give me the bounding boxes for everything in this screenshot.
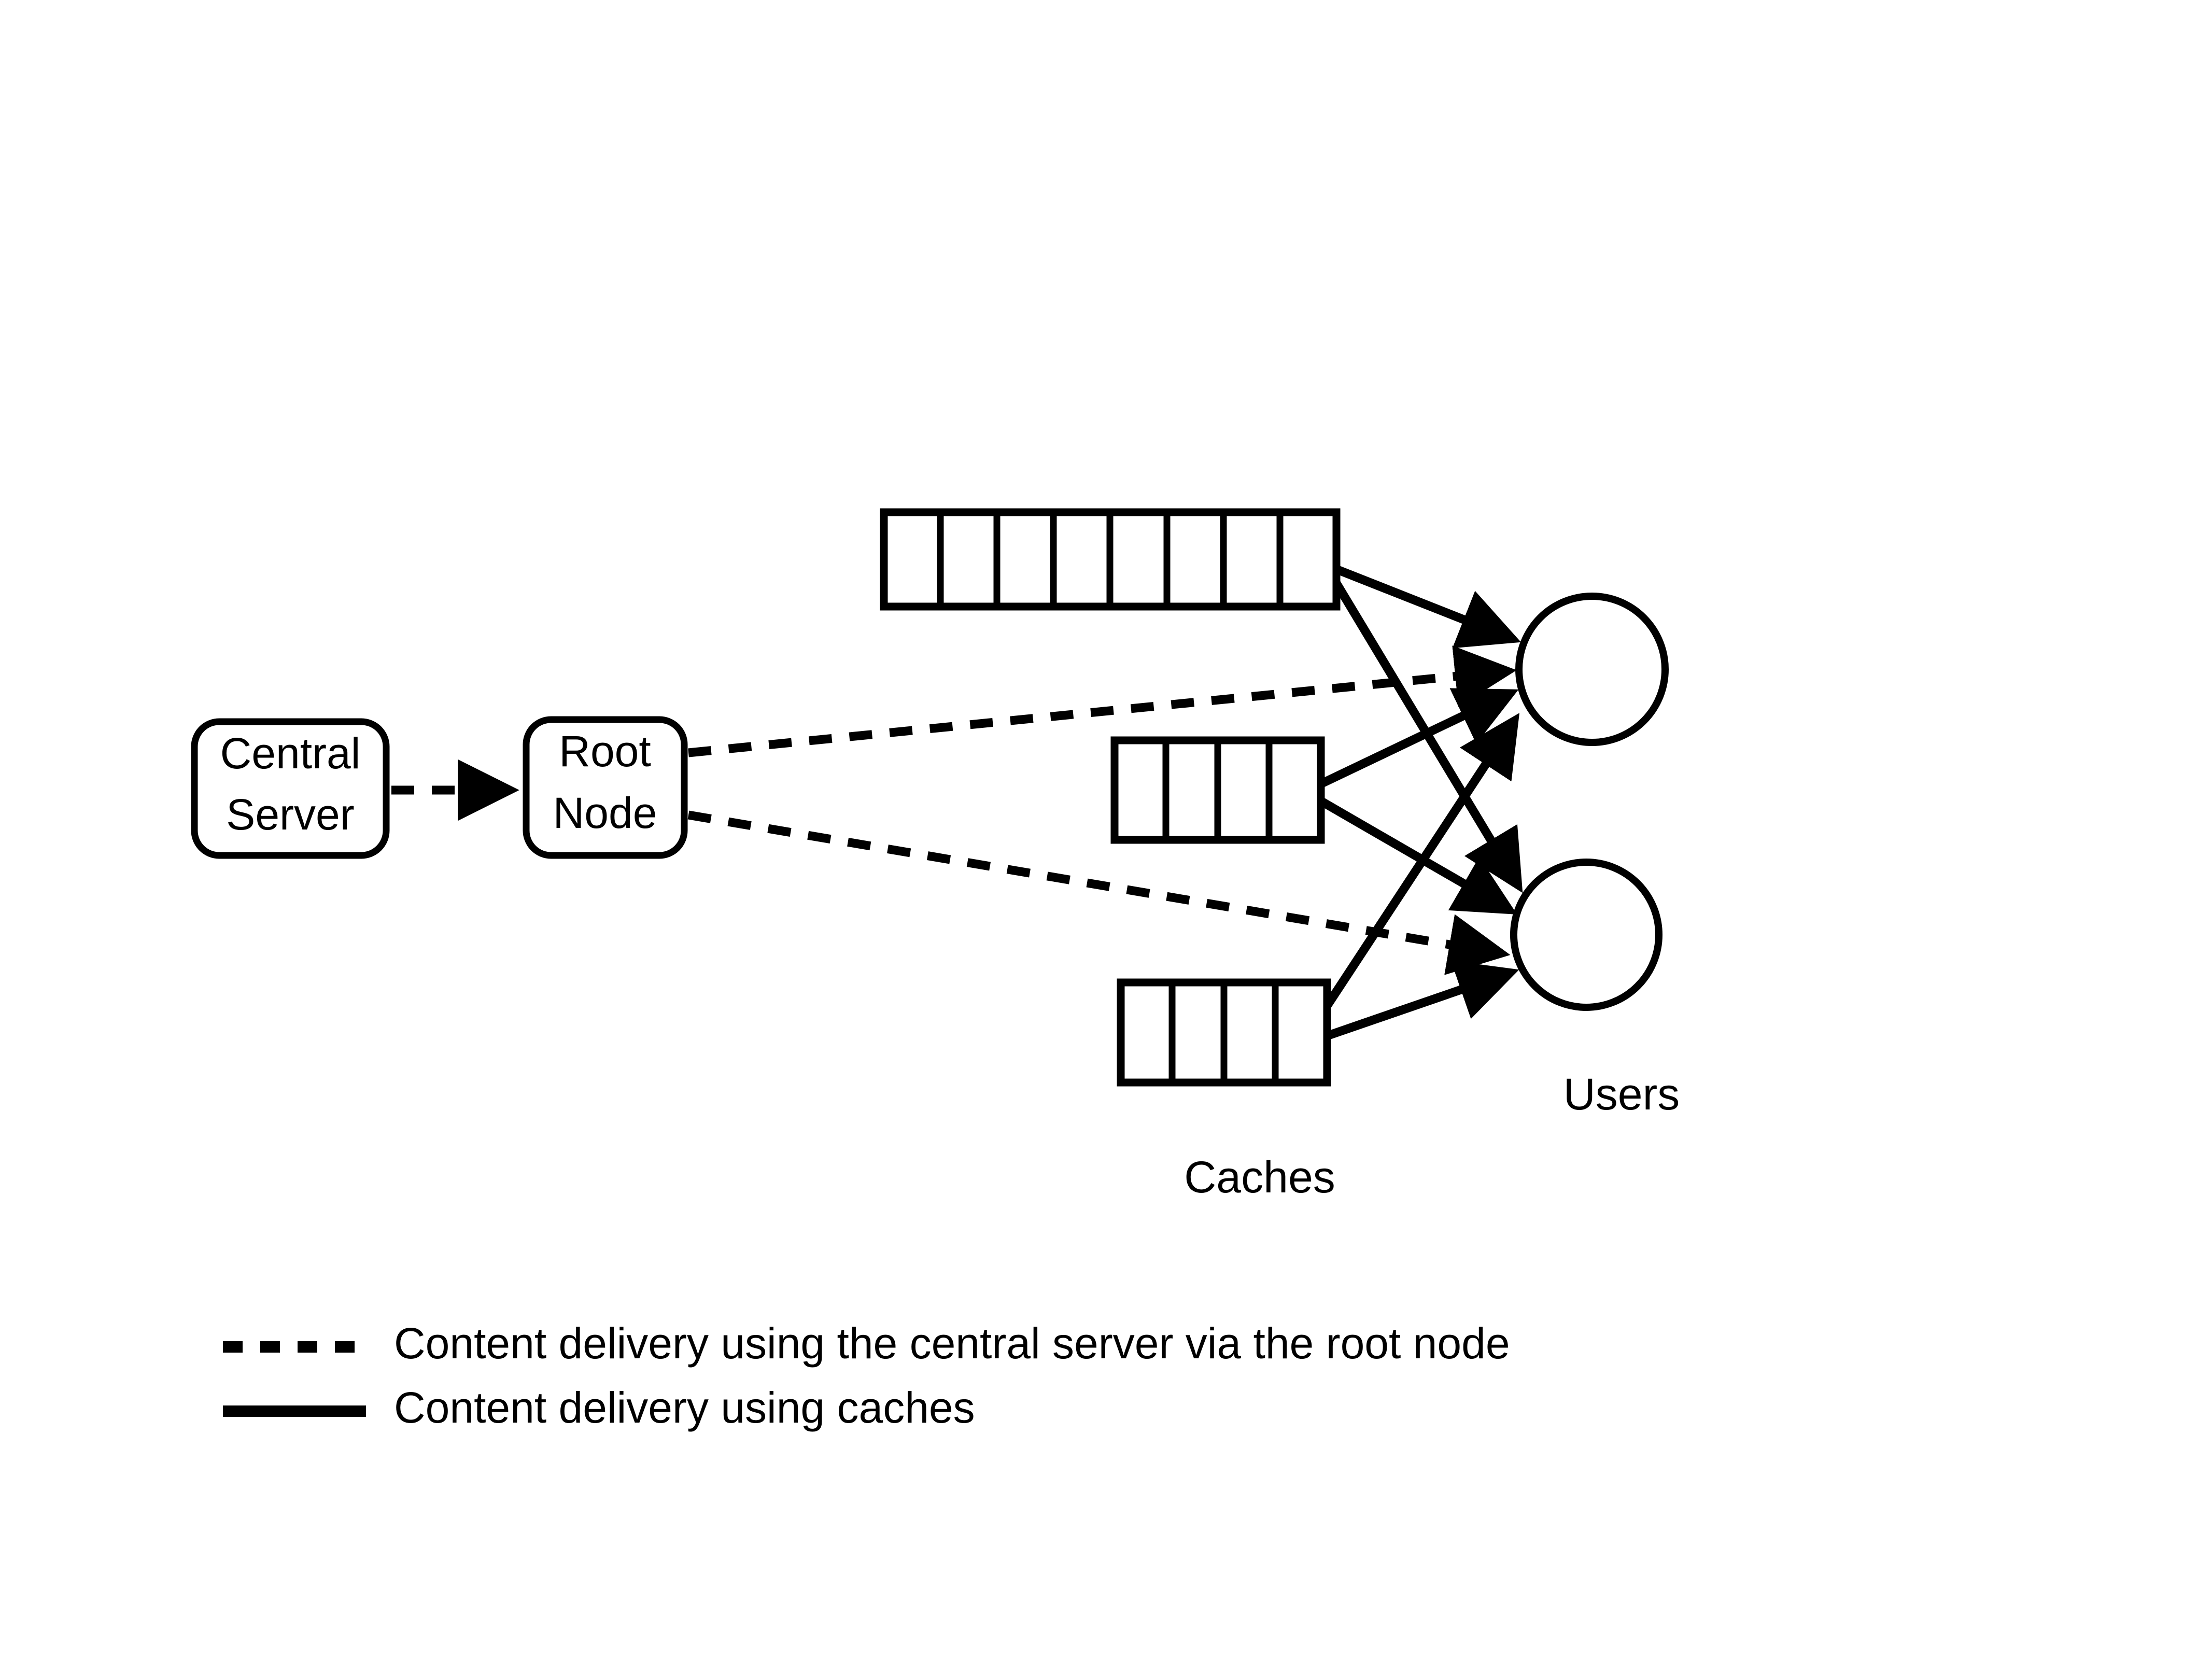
cache-bottom[interactable] [1117,978,1331,1087]
link-cache-bottom-to-user-top [1323,713,1520,1008]
user-bottom-circle [1510,859,1662,1011]
cache-middle[interactable] [1110,736,1325,844]
cache-top[interactable] [880,508,1341,611]
legend-dashed-label: Content delivery using the central serve… [394,1319,1510,1368]
central-server-box [191,718,390,859]
link-root-node-to-user-bottom [687,810,1511,975]
users-group-label: Users [1563,1070,1680,1119]
user-bottom[interactable] [1510,859,1662,1011]
node-root-node[interactable]: Root Node [523,716,688,859]
legend-item-dashed: Content delivery using the central serve… [223,1319,1510,1368]
root-node-label-line1: Root [559,727,651,776]
node-central-server[interactable]: Central Server [191,718,390,859]
legend-item-solid: Content delivery using caches [223,1383,975,1432]
user-top-circle [1515,593,1669,746]
caches-group-label: Caches [1184,1152,1335,1202]
root-node-label-line2: Node [553,789,657,837]
central-server-label-line2: Server [226,790,354,839]
link-cache-middle-to-user-top [1319,688,1519,788]
links-layer [391,565,1523,1041]
legend-solid-label: Content delivery using caches [394,1383,975,1432]
user-top[interactable] [1515,593,1669,746]
central-server-label-line1: Central [220,729,361,778]
legend: Content delivery using the central serve… [223,1319,1510,1432]
link-cache-top-to-user-top [1334,565,1521,649]
root-node-box [523,716,688,859]
link-cache-bottom-to-user-bottom [1326,960,1519,1041]
link-cache-middle-to-user-bottom [1318,797,1517,915]
link-root-node-to-user-top [688,645,1517,757]
